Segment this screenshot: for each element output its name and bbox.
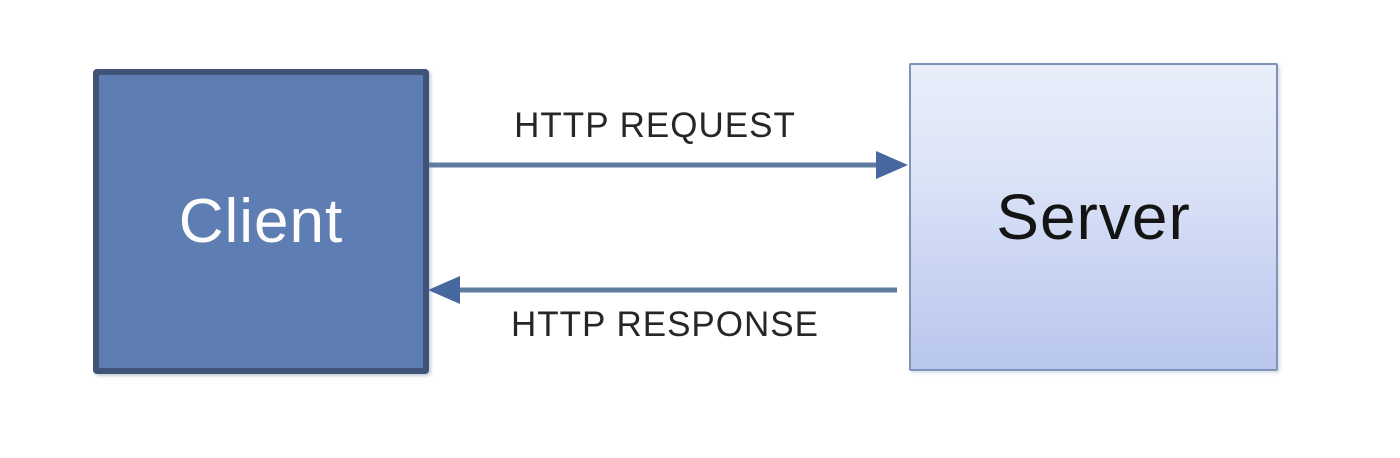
client-node: Client bbox=[93, 69, 429, 374]
server-node: Server bbox=[909, 63, 1278, 371]
http-request-label: HTTP REQUEST bbox=[514, 106, 796, 145]
http-request-arrow bbox=[429, 151, 908, 179]
http-response-arrow bbox=[428, 276, 897, 304]
server-node-label: Server bbox=[996, 181, 1191, 253]
client-node-label: Client bbox=[178, 187, 344, 256]
http-response-label: HTTP RESPONSE bbox=[511, 305, 819, 344]
